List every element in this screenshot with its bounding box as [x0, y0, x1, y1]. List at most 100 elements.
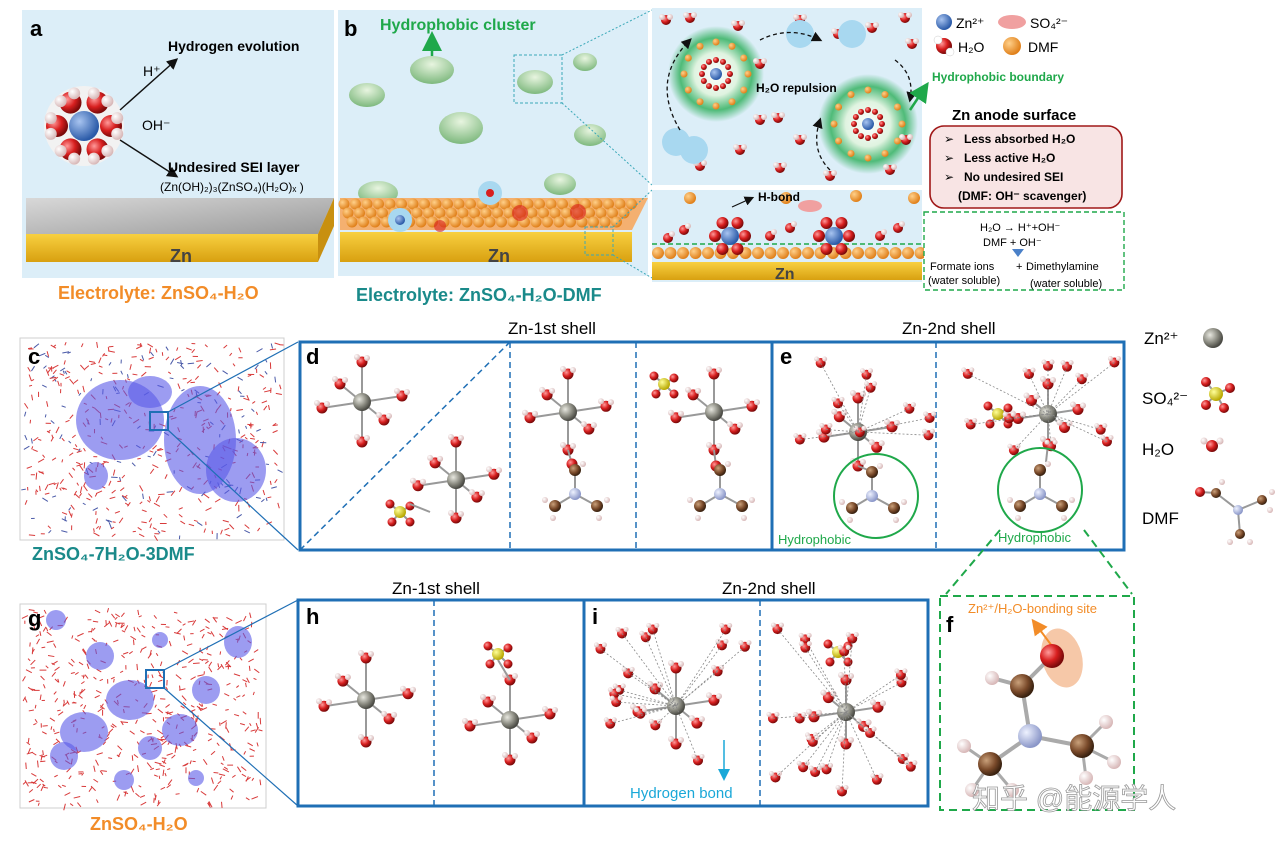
- md-bond: [150, 663, 155, 669]
- md-bond: [36, 783, 41, 789]
- hydrogen-atom: [793, 711, 799, 717]
- md-bond: [108, 728, 114, 734]
- dmf-molecule: [898, 120, 906, 128]
- hydrogen-bond: [845, 711, 878, 780]
- chemical-bond: [497, 659, 511, 681]
- hydrogen-atom: [354, 434, 360, 440]
- hydrogen-atom: [877, 463, 883, 469]
- md-bond: [39, 485, 41, 492]
- anode-item-1: Less absorbed H₂O: [964, 132, 1075, 146]
- md-bond: [21, 488, 26, 491]
- md-bond: [136, 345, 143, 350]
- md-bond: [193, 519, 198, 522]
- md-bond: [31, 772, 37, 777]
- ion-cluster-blob: [162, 714, 198, 746]
- md-bond: [152, 718, 157, 723]
- inner-oxygen: [727, 71, 733, 77]
- dmf-bead: [764, 247, 777, 259]
- hydrogen-atom: [896, 752, 902, 758]
- md-bond: [53, 643, 57, 648]
- md-bond: [41, 384, 47, 388]
- md-bond: [51, 660, 58, 665]
- hydrogen-atom: [678, 661, 684, 667]
- md-bond: [258, 729, 263, 732]
- hydrogen-atom: [621, 666, 627, 672]
- md-bond: [201, 703, 204, 707]
- zn-plate-side: [26, 234, 318, 262]
- hydrogen-atom: [853, 632, 859, 638]
- md-bond: [28, 374, 32, 381]
- hydrogen-atom: [394, 388, 400, 394]
- hydrogen-atom: [368, 735, 374, 741]
- md-bond: [42, 497, 49, 502]
- hydrogen-atom: [706, 442, 712, 448]
- md-bond: [256, 348, 263, 353]
- md-bond: [198, 703, 203, 707]
- hydrogen-atom: [801, 711, 807, 717]
- md-bond: [98, 525, 101, 530]
- md-snapshot-c: [21, 341, 284, 542]
- md-bond: [158, 493, 165, 496]
- legend-top-dmf: DMF: [1028, 39, 1058, 55]
- sulfur-atom: [658, 378, 670, 390]
- md-bond: [152, 527, 157, 531]
- hydrogen-atom: [646, 622, 652, 628]
- md-bond: [244, 524, 250, 529]
- hydrogen-atom: [839, 396, 845, 402]
- md-bond: [124, 790, 127, 797]
- hydrogen-atom: [400, 685, 406, 692]
- hydrogen-atom: [1066, 420, 1073, 427]
- hydrogen-atom: [1007, 443, 1013, 449]
- md-bond: [233, 697, 237, 701]
- md-bond: [226, 617, 233, 622]
- nitrogen-atom: [866, 490, 878, 502]
- md-bond: [27, 737, 30, 743]
- hydrophobic-circle-1: [833, 453, 919, 539]
- hydrogen-atom: [902, 402, 908, 408]
- md-bond: [61, 487, 65, 490]
- md-bond: [102, 741, 107, 746]
- hydrogen-atom: [855, 718, 862, 725]
- hydrogen-atom: [969, 367, 975, 373]
- hydrogen-atom: [1007, 497, 1013, 503]
- md-bond: [137, 526, 142, 531]
- hydrophobic-label-2: Hydrophobic: [998, 530, 1071, 545]
- md-bond: [28, 789, 34, 793]
- oxygen-atom: [825, 657, 835, 667]
- dmf-bead: [457, 207, 469, 219]
- svg-text:➢: ➢: [944, 132, 954, 146]
- md-bond: [137, 457, 141, 460]
- dmf-molecule-icon: [1195, 479, 1275, 545]
- md-bond: [207, 733, 213, 736]
- hydrogen-atom: [870, 699, 876, 706]
- hydrogen-atom: [522, 409, 528, 416]
- hydrogen-atom: [749, 497, 755, 503]
- md-bond: [64, 792, 71, 796]
- hydrogen-atom: [1040, 436, 1046, 442]
- md-bond: [240, 434, 246, 438]
- md-bond: [86, 497, 91, 501]
- hydrogen-atom: [1068, 360, 1074, 366]
- md-bond: [192, 748, 197, 752]
- free-water-molecules: [659, 12, 919, 181]
- md-bond: [224, 693, 230, 697]
- md-bond: [203, 528, 206, 533]
- md-bond: [80, 703, 83, 707]
- md-bond: [244, 726, 250, 732]
- md-bond: [217, 665, 222, 671]
- md-bond: [26, 741, 31, 746]
- md-bond: [49, 717, 56, 722]
- dmf-bead: [354, 207, 365, 219]
- md-bond: [156, 447, 162, 451]
- md-bond: [124, 625, 129, 631]
- hydrogen-bond: [621, 633, 677, 707]
- h-bond-label: H-bond: [758, 190, 800, 204]
- md-bond: [65, 419, 70, 423]
- hydrogen-atom: [552, 707, 558, 713]
- hydrogen-atom: [848, 737, 854, 743]
- md-bond: [94, 609, 101, 614]
- legend-top-so4: SO₄²⁻: [1030, 15, 1068, 31]
- md-bond: [42, 454, 46, 458]
- md-bond: [42, 750, 44, 756]
- hydrogen-bond: [845, 711, 871, 734]
